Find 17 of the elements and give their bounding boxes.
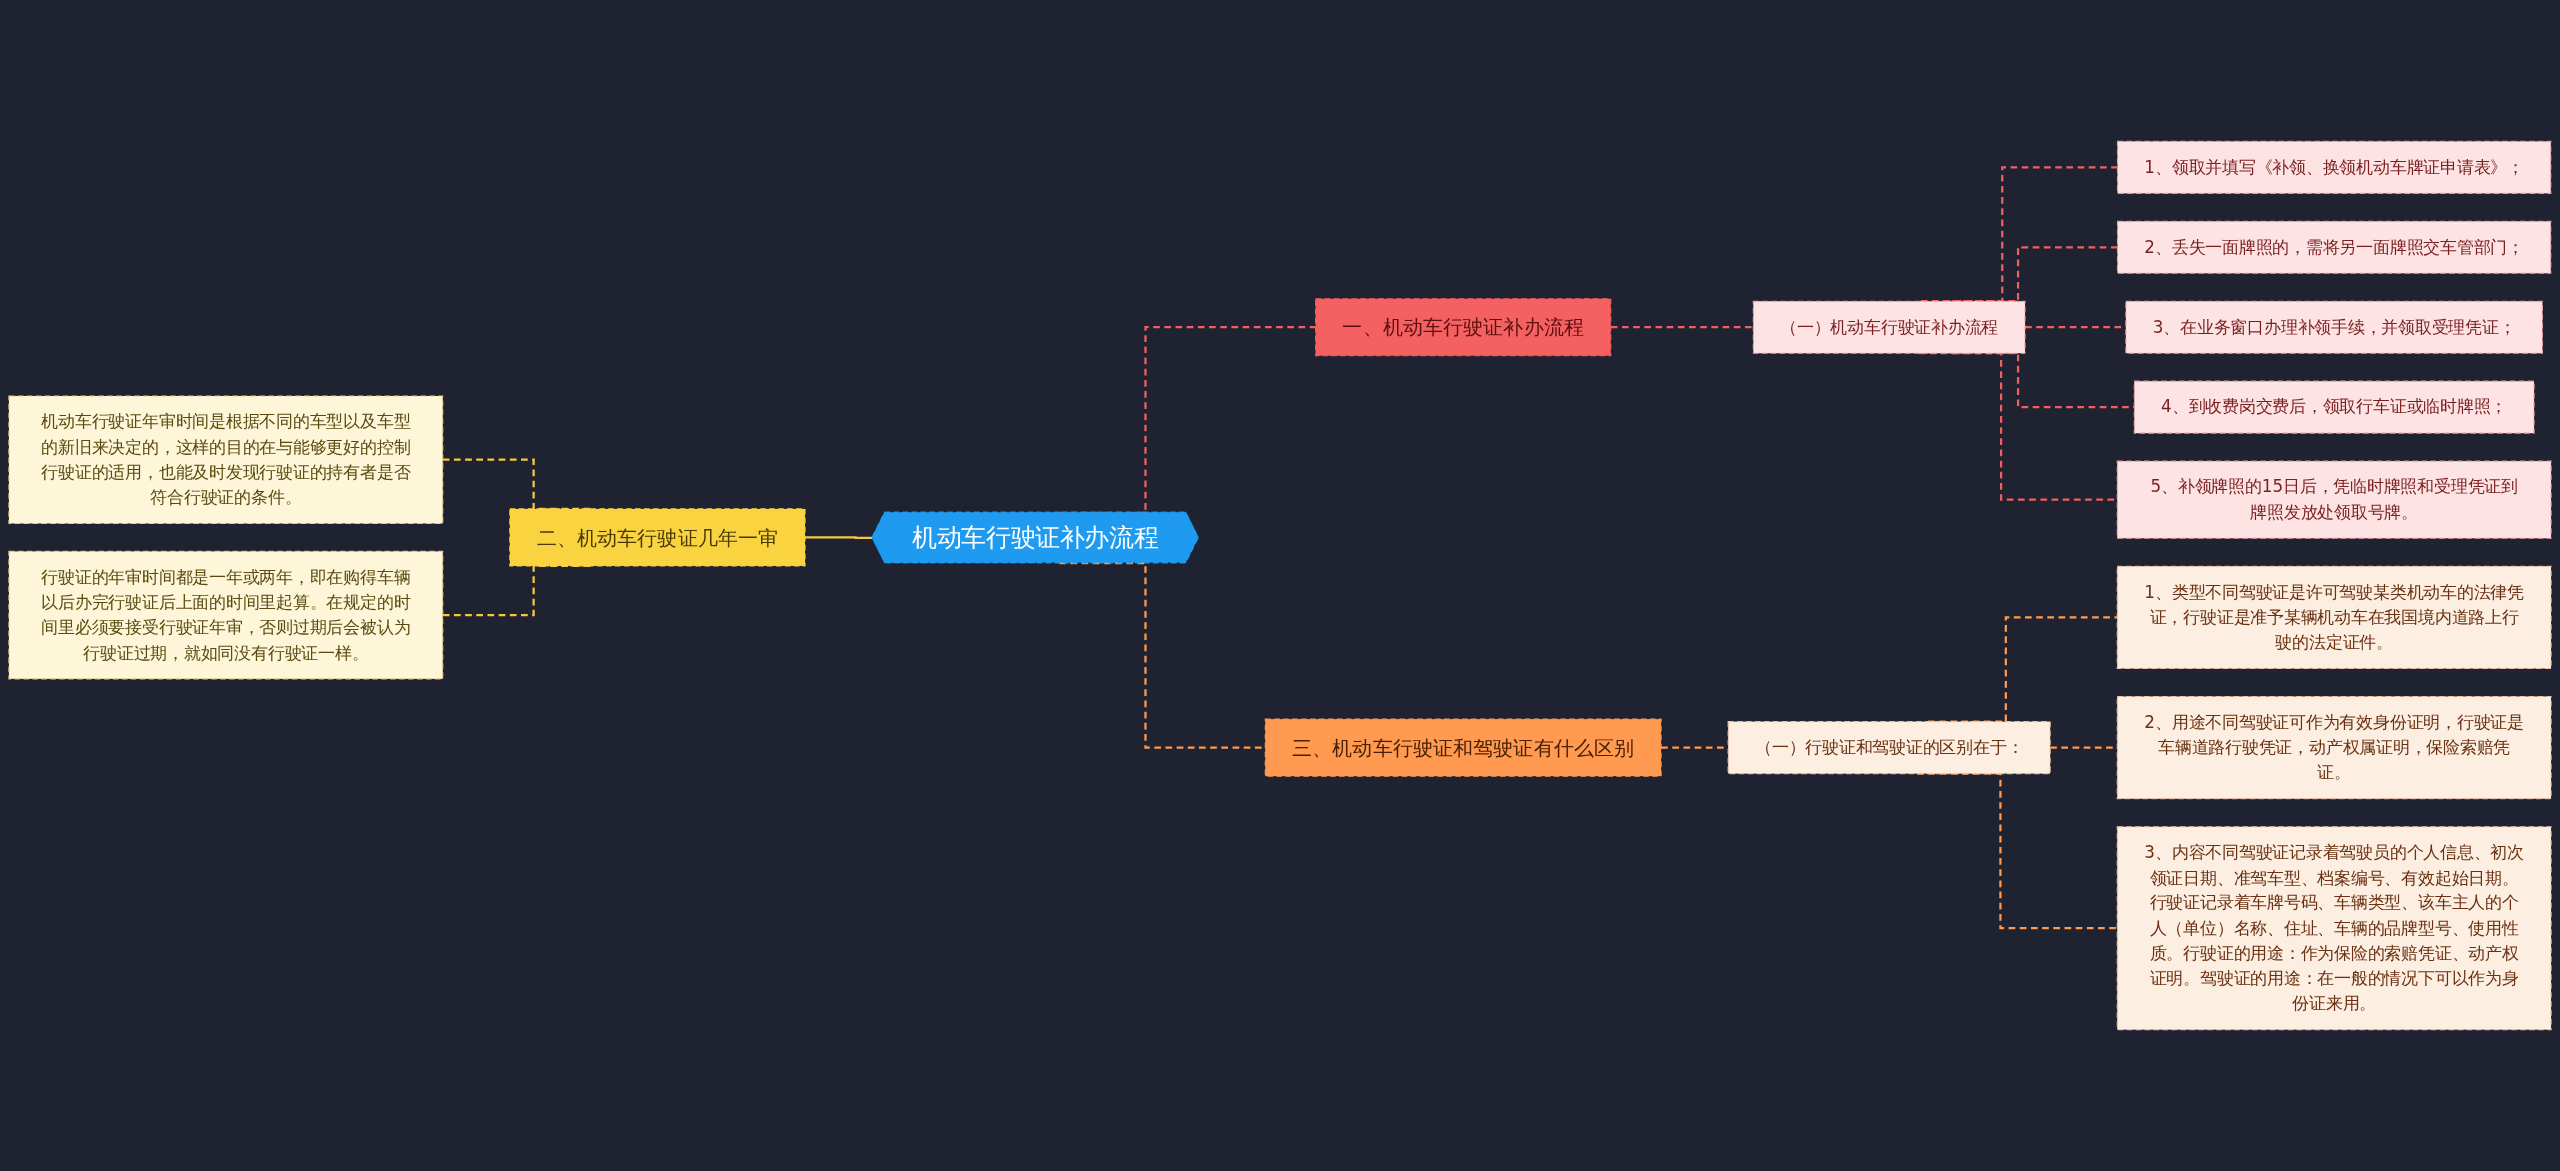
node-box: （一）机动车行驶证补办流程 <box>1752 300 2026 354</box>
connector <box>1610 326 1754 329</box>
node-box: 行驶证的年审时间都是一年或两年，即在购得车辆以后办完行驶证后上面的时间里起算。在规定的时间里必须要接受行驶证年审，否则过期后会被认为行驶证过期，就如同没有行驶证一样。 <box>8 550 444 680</box>
node-box: 三、机动车行驶证和驾驶证有什么区别 <box>1264 718 1662 777</box>
connector <box>805 536 873 540</box>
node-box: 2、丢失一面牌照的，需将另一面牌照交车管部门； <box>2116 220 2552 274</box>
node-box: 3、内容不同驾驶证记录着驾驶员的个人信息、初次领证日期、准驾车型、档案编号、有效起始日期。行驶证记录着车牌号码、车辆类型、该车主人的个人（单位）名称、住址、车辆的品牌型号、使用性质。行驶证的用途：作为保险的索赔凭证、动产权证明。驾驶证的用途：在一般的情况下可以作为身份证来用。 <box>2116 826 2552 1031</box>
node-box: 机动车行驶证年审时间是根据不同的车型以及车型的新旧来决定的，这样的目的在与能够更好的控制行驶证的适用，也能及时发现行驶证的持有者是否符合行驶证的条件。 <box>8 395 444 524</box>
node-box: 3、在业务窗口办理补领手续，并领取受理凭证； <box>2125 300 2543 354</box>
node-box: 二、机动车行驶证几年一审 <box>509 508 806 567</box>
node-box: 2、用途不同驾驶证可作为有效身份证明，行驶证是车辆道路行驶凭证，动产权属证明，保险索赔凭证。 <box>2116 695 2552 800</box>
node-box: 一、机动车行驶证补办流程 <box>1315 298 1612 357</box>
node-box: 4、到收费岗交费后，领取行车证或临时牌照； <box>2133 380 2535 434</box>
node-box: 1、领取并填写《补领、换领机动车牌证申请表》； <box>2116 140 2552 194</box>
node-box: （一）行驶证和驾驶证的区别在于： <box>1727 721 2051 775</box>
node-box: 1、类型不同驾驶证是许可驾驶某类机动车的法律凭证，行驶证是准予某辆机动车在我国境内道路上行驶的法定证件。 <box>2116 565 2552 670</box>
node-box: 5、补领牌照的15日后，凭临时牌照和受理凭证到牌照发放处领取号牌。 <box>2116 460 2552 539</box>
